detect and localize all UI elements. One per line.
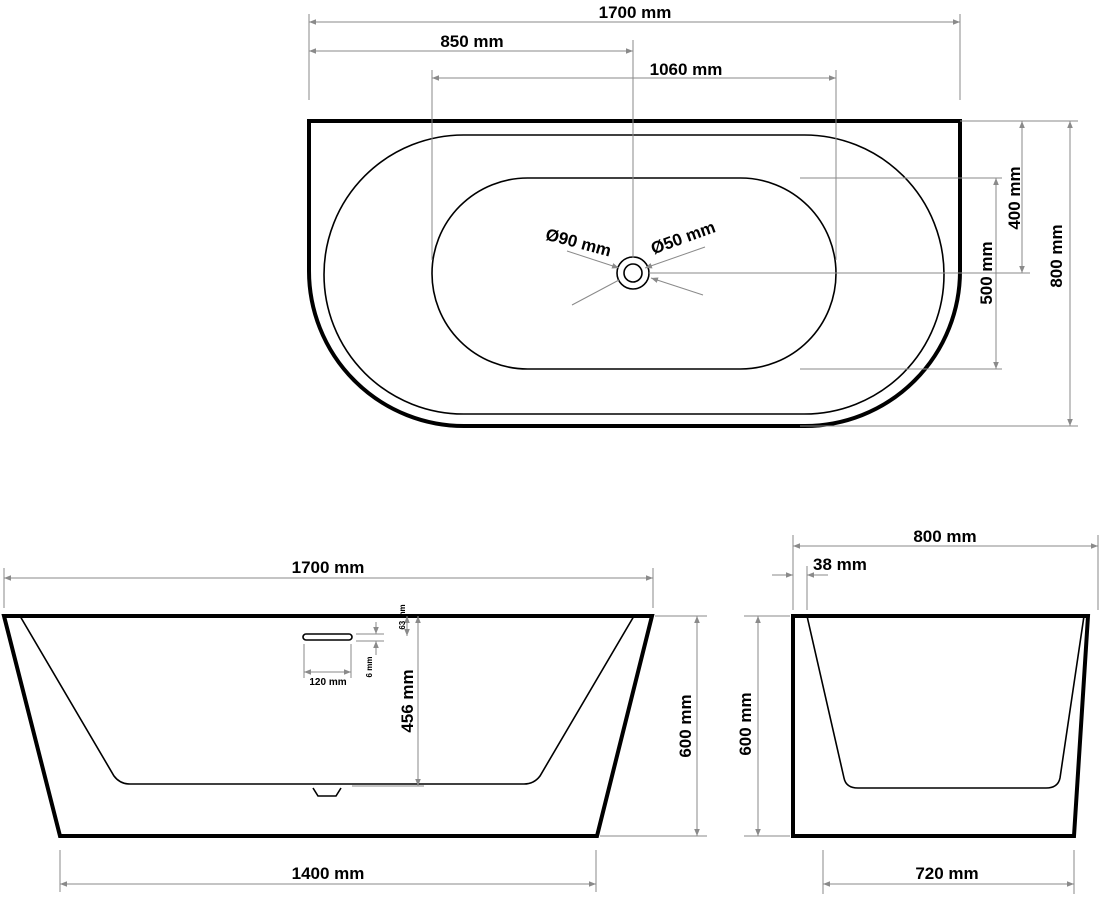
- dim-label-side-bottom-width: 720 mm: [915, 864, 978, 883]
- drain-inner-ring: [623, 263, 643, 283]
- top-view: 1700 mm 850 mm 1060 mm 800 mm 400 mm 500…: [307, 3, 1078, 428]
- leader-drain-inner-b: [650, 277, 704, 296]
- leader-drain-outer-b: [571, 279, 620, 306]
- front-view: 1700 mm 1400 mm 600 mm 456 mm 120 mm 6 m…: [1, 558, 707, 892]
- dim-label-side-height: 600 mm: [736, 692, 755, 755]
- front-view-outer-outline: [1, 614, 655, 838]
- dim-label-overflow-depth: 456 mm: [398, 669, 417, 732]
- dim-label-front-height: 600 mm: [676, 694, 695, 757]
- dim-label-half-length: 850 mm: [440, 32, 503, 51]
- dim-label-wall: 38 mm: [813, 555, 867, 574]
- dim-label-drain-offset: 400 mm: [1005, 166, 1024, 229]
- dim-label-side-top-width: 800 mm: [913, 527, 976, 546]
- overflow-slot: [302, 633, 353, 641]
- dim-label-inner-length: 1060 mm: [650, 60, 723, 79]
- dim-label-inner-width: 500 mm: [977, 241, 996, 304]
- label-drain-inner: Ø50 mm: [648, 217, 718, 258]
- front-view-waste: [312, 787, 342, 797]
- dim-label-overflow-width: 120 mm: [309, 677, 346, 688]
- side-view: 800 mm 38 mm 600 mm 720 mm: [736, 527, 1099, 894]
- top-view-rim: [323, 134, 945, 415]
- front-view-inner-basin: [19, 615, 635, 785]
- drain-outer-ring: [616, 256, 650, 290]
- dim-label-width: 800 mm: [1047, 224, 1066, 287]
- side-view-inner-basin: [806, 615, 1085, 789]
- dim-label-bottom-length: 1400 mm: [292, 864, 365, 883]
- dim-label-front-top-length: 1700 mm: [292, 558, 365, 577]
- leader-drain-outer-a: [566, 250, 620, 269]
- side-view-outer-outline: [791, 614, 1091, 838]
- dim-label-overflow-top: 63 mm: [398, 604, 407, 629]
- leader-drain-inner-a: [644, 246, 706, 269]
- dim-label-overflow-gap: 6 mm: [365, 657, 374, 678]
- dim-label-top-length: 1700 mm: [599, 3, 672, 22]
